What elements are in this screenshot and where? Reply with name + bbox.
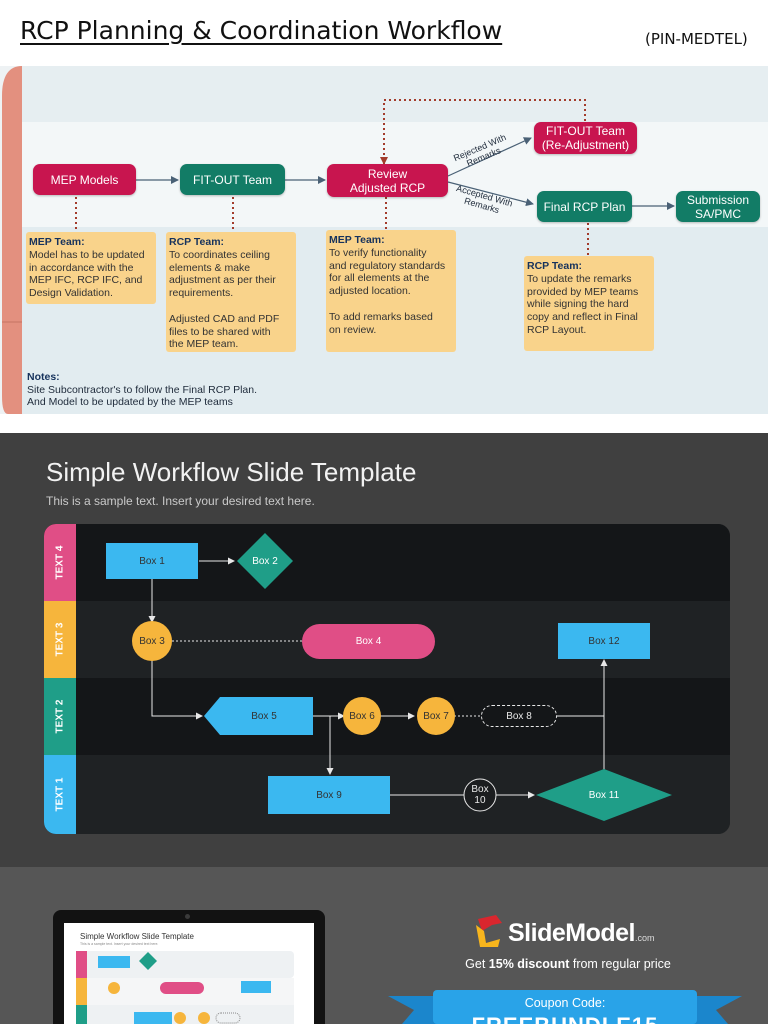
note-rcp-team-1: RCP Team: To coordinates ceiling element…	[166, 232, 296, 352]
slide-title: Simple Workflow Slide Template	[46, 457, 417, 487]
note-body: To verify functionality and regulatory s…	[329, 246, 446, 336]
box-9: Box 9	[268, 776, 390, 814]
workflow-connectors	[132, 533, 672, 821]
box-5-label: Box 5	[251, 710, 277, 722]
footnote-heading: Notes:	[27, 371, 60, 383]
box5-shape	[204, 697, 313, 735]
project-code: (PIN-MEDTEL)	[645, 30, 748, 48]
mini-box-5	[134, 1012, 172, 1024]
coupon-label: Coupon Code:	[524, 996, 606, 1010]
logo-red-shape	[478, 915, 502, 931]
discount-post: from regular price	[569, 957, 671, 971]
footnote-line-2: And Model to be updated by the MEP teams	[27, 396, 233, 408]
node-submission: Submission SA/PMC	[676, 191, 760, 222]
workflow-slide: Simple Workflow Slide Template This is a…	[0, 433, 768, 867]
box-11-label: Box 11	[588, 789, 620, 801]
box-12: Box 12	[558, 623, 650, 659]
box-1: Box 1	[106, 543, 198, 579]
box-4: Box 4	[302, 624, 435, 659]
swimlane-board: TEXT 4 TEXT 3 TEXT 2 TEXT 1	[44, 524, 730, 834]
box6-circle	[343, 697, 381, 735]
box-3-label: Box 3	[139, 635, 165, 647]
logo-yellow-shape	[476, 925, 500, 947]
ribbon-left-tail	[388, 996, 440, 1024]
mini-box-7	[198, 1012, 210, 1024]
box10-circle	[463, 778, 497, 812]
box-10-label: Box 10	[471, 784, 489, 806]
ribbon-main	[433, 990, 697, 1024]
discount-amount: 15% discount	[488, 957, 570, 971]
mini-box-6	[174, 1012, 186, 1024]
node-fitout-readjustment: FIT-OUT Team (Re-Adjustment)	[534, 122, 637, 154]
mini-box-2	[139, 952, 157, 970]
mini-box-1	[98, 956, 130, 968]
box-6-label: Box 6	[349, 710, 375, 722]
arrow-review-to-final	[447, 181, 534, 207]
mini-slide-title: Simple Workflow Slide Template	[80, 932, 194, 941]
brand-name: SlideModel.com	[508, 919, 654, 948]
discount-pre: Get	[465, 957, 489, 971]
box7-circle	[417, 697, 455, 735]
coupon-code[interactable]: FREEBUNDLE15	[433, 1013, 697, 1024]
lane-tab: TEXT 2	[44, 678, 76, 755]
discount-text: Get 15% discount from regular price	[460, 957, 676, 971]
note-body: Model has to be updated in accordance wi…	[29, 248, 145, 300]
promo-banner: Simple Workflow Slide Template This is a…	[0, 867, 768, 1024]
band-upper	[18, 66, 768, 122]
note-body: To coordinates ceiling elements & make a…	[169, 248, 280, 351]
note-rcp-team-2: RCP Team: To update the remarks provided…	[524, 256, 654, 351]
mini-slide-subtitle: This is a sample text. Insert your desir…	[80, 942, 159, 946]
note-body: To update the remarks provided by MEP te…	[527, 272, 639, 336]
note-heading: MEP Team:	[329, 234, 385, 246]
arrow-review-to-readjust	[447, 137, 532, 177]
lane-tab: TEXT 1	[44, 755, 76, 834]
mini-workflow-preview	[76, 951, 294, 1024]
node-fitout-team: FIT-OUT Team	[180, 164, 285, 195]
mini-lane-bg	[76, 951, 294, 978]
left-side-tab	[2, 66, 22, 414]
page-title: RCP Planning & Coordination Workflow	[20, 16, 503, 45]
camera-dot	[185, 914, 190, 919]
conn-box3-box5	[151, 657, 203, 720]
footnote: Notes: Site Subcontractor's to follow th…	[27, 371, 257, 409]
lane-tab: TEXT 3	[44, 601, 76, 678]
note-heading: RCP Team:	[169, 236, 225, 248]
lane-tab: TEXT 4	[44, 524, 76, 601]
arrow-readjust-loop	[380, 99, 586, 165]
note-heading: MEP Team:	[29, 236, 85, 248]
ribbon-right-tail	[690, 996, 742, 1024]
brand-main: SlideModel	[508, 919, 635, 947]
mini-box-12	[241, 981, 271, 993]
mini-lane-tab	[76, 978, 87, 1005]
note-mep-team-1: MEP Team: Model has to be updated in acc…	[26, 232, 156, 304]
box11-diamond	[536, 769, 672, 821]
box3-circle	[132, 621, 172, 661]
coupon-ribbon	[388, 990, 742, 1024]
rcp-workflow-panel: MEP Models FIT-OUT Team Review Adjusted …	[0, 66, 768, 414]
mini-box-3	[108, 982, 120, 994]
footnote-line-1: Site Subcontractor's to follow the Final…	[27, 383, 258, 396]
brand-suffix: .com	[634, 933, 655, 943]
node-final-rcp-plan: Final RCP Plan	[537, 191, 632, 222]
mini-box-8	[215, 1012, 241, 1024]
note-heading: RCP Team:	[527, 260, 583, 272]
box-8: Box 8	[481, 705, 557, 727]
slidemodel-logo-icon	[476, 915, 502, 947]
box-7-label: Box 7	[423, 710, 449, 722]
box2-diamond	[237, 533, 293, 589]
tablet-screen: Simple Workflow Slide Template This is a…	[64, 923, 314, 1024]
mini-lane-tab	[76, 951, 87, 978]
node-mep-models: MEP Models	[33, 164, 136, 195]
node-review-adjusted-rcp: Review Adjusted RCP	[327, 164, 448, 197]
box-2-label: Box 2	[252, 555, 278, 567]
mini-lane-bg	[76, 1005, 294, 1024]
mini-box-4	[160, 982, 204, 994]
mini-lane-tab	[76, 1005, 87, 1024]
note-mep-team-2: MEP Team: To verify functionality and re…	[326, 230, 456, 352]
slide-subtitle: This is a sample text. Insert your desir…	[46, 494, 315, 508]
tablet-mockup: Simple Workflow Slide Template This is a…	[53, 910, 325, 1024]
